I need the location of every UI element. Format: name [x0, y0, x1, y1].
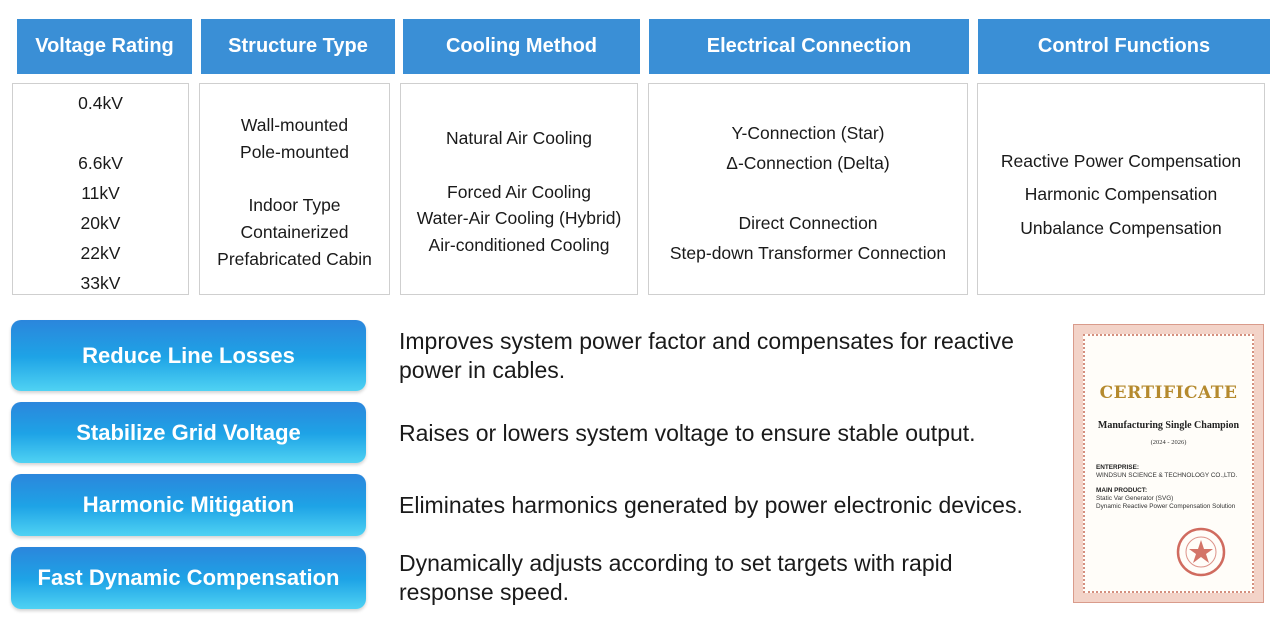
- certificate-border: CERTIFICATE Manufacturing Single Champio…: [1083, 334, 1254, 593]
- description-line: Improves system power factor and compens…: [399, 328, 1014, 354]
- description-line: Eliminates harmonics generated by power …: [399, 492, 1023, 518]
- benefit-description: Dynamically adjusts according to set tar…: [399, 549, 1059, 607]
- list-item: Reactive Power Compensation: [1000, 151, 1242, 171]
- list-item: Indoor Type: [248, 195, 341, 215]
- benefit-description: Raises or lowers system voltage to ensur…: [399, 419, 1059, 448]
- header-voltage-rating: Voltage Rating: [17, 19, 192, 74]
- description-line: response speed.: [399, 579, 570, 605]
- certificate-product-line: Static Var Generator (SVG): [1096, 495, 1174, 502]
- list-item: 11kV: [81, 183, 120, 203]
- header-cooling-method: Cooling Method: [403, 19, 640, 74]
- column-voltage-rating: 0.4kV 6.6kV 11kV 20kV 22kV 33kV: [12, 83, 189, 295]
- column-electrical-connection: Y-Connection (Star) Δ-Connection (Delta)…: [648, 83, 968, 295]
- description-line: Dynamically adjusts according to set tar…: [399, 550, 953, 576]
- list-item: Δ-Connection (Delta): [726, 153, 890, 173]
- benefit-fast-dynamic-compensation: Fast Dynamic Compensation: [11, 547, 366, 609]
- certificate-product-line: Dynamic Reactive Power Compensation Solu…: [1096, 503, 1236, 510]
- benefit-harmonic-mitigation: Harmonic Mitigation: [11, 474, 366, 536]
- certificate-enterprise-label: ENTERPRISE:: [1096, 464, 1139, 471]
- list-item: Pole-mounted: [240, 142, 349, 162]
- list-item: 33kV: [80, 273, 121, 293]
- header-structure-type: Structure Type: [201, 19, 395, 74]
- certificate-enterprise: WINDSUN SCIENCE & TECHNOLOGY CO.,LTD.: [1096, 472, 1238, 479]
- list-item: Wall-mounted: [240, 115, 349, 135]
- list-item: 22kV: [80, 243, 121, 263]
- header-electrical-connection: Electrical Connection: [649, 19, 969, 74]
- benefit-description: Eliminates harmonics generated by power …: [399, 491, 1059, 520]
- column-cooling-method: Natural Air Cooling Forced Air Cooling W…: [400, 83, 638, 295]
- certificate-subtitle: Manufacturing Single Champion: [1097, 420, 1240, 431]
- list-item: 20kV: [80, 213, 121, 233]
- list-item: Air-conditioned Cooling: [428, 235, 610, 255]
- list-item: Step-down Transformer Connection: [669, 243, 947, 263]
- list-item: Forced Air Cooling: [447, 182, 591, 202]
- certificate-years: (2024 - 2026): [1150, 439, 1187, 446]
- certificate-title: CERTIFICATE: [1099, 383, 1238, 403]
- certificate-image: CERTIFICATE Manufacturing Single Champio…: [1073, 324, 1264, 603]
- list-item: Prefabricated Cabin: [217, 249, 372, 269]
- certificate-product-label: MAIN PRODUCT:: [1096, 487, 1148, 494]
- column-control-functions: Reactive Power Compensation Harmonic Com…: [977, 83, 1265, 295]
- list-item: Water-Air Cooling (Hybrid): [416, 208, 622, 228]
- list-item: Harmonic Compensation: [1024, 184, 1218, 204]
- benefit-description: Improves system power factor and compens…: [399, 327, 1059, 385]
- list-item: 6.6kV: [78, 153, 123, 173]
- benefit-stabilize-grid-voltage: Stabilize Grid Voltage: [11, 402, 366, 463]
- description-line: Raises or lowers system voltage to ensur…: [399, 420, 976, 446]
- seal-stamp-icon: [1176, 527, 1226, 577]
- list-item: Natural Air Cooling: [446, 128, 592, 148]
- list-item: 0.4kV: [78, 93, 123, 113]
- description-line: power in cables.: [399, 357, 566, 383]
- header-control-functions: Control Functions: [978, 19, 1270, 74]
- list-item: Unbalance Compensation: [1020, 218, 1222, 238]
- benefit-reduce-line-losses: Reduce Line Losses: [11, 320, 366, 391]
- column-structure-type: Wall-mounted Pole-mounted Indoor Type Co…: [199, 83, 390, 295]
- list-item: Containerized: [240, 222, 349, 242]
- list-item: Direct Connection: [738, 213, 878, 233]
- list-item: Y-Connection (Star): [731, 123, 885, 143]
